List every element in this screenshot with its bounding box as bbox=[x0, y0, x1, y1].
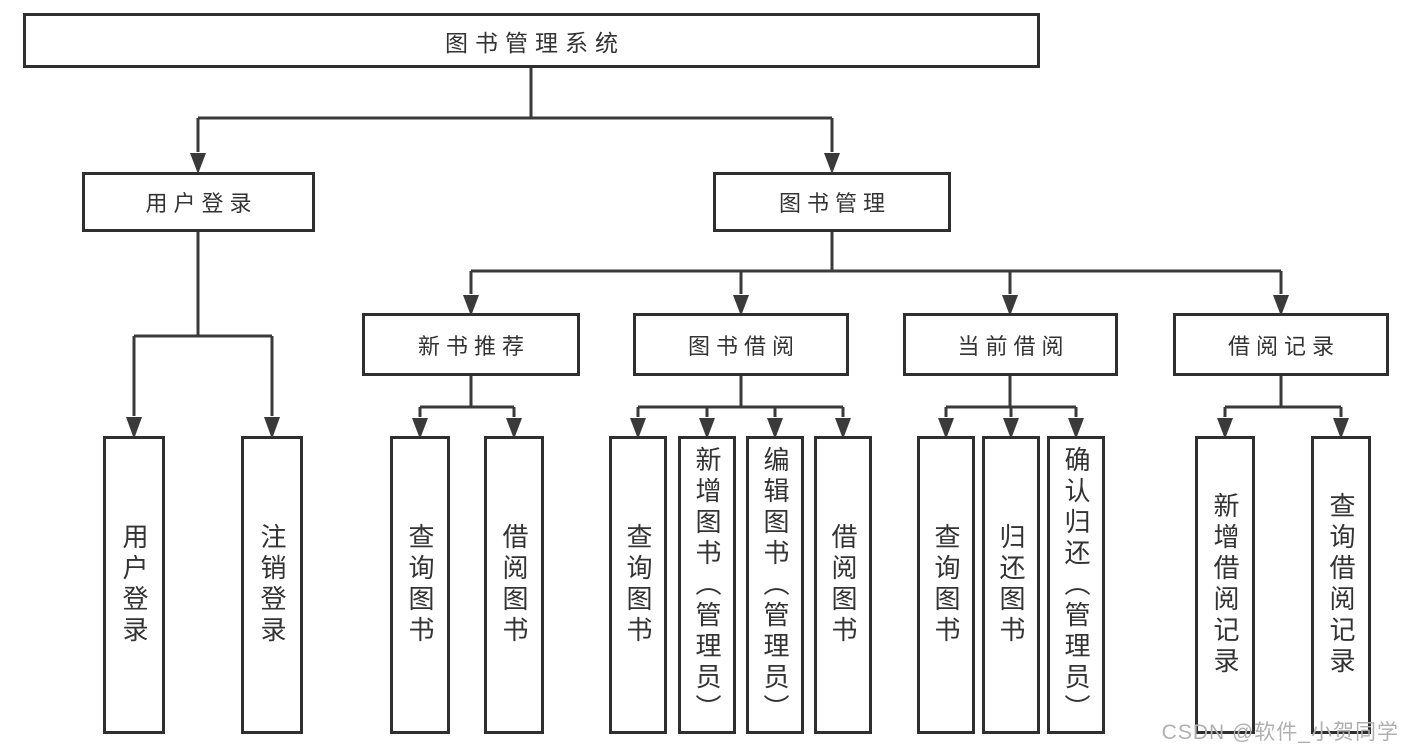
leaf-borrow-books-label: 借阅图书 bbox=[828, 523, 858, 647]
leaf-edit-books-admin-label: 编辑图书（管理员） bbox=[760, 445, 790, 725]
node-root: 图书管理系统 bbox=[23, 13, 1040, 68]
connector-mgmt-to-level3 bbox=[463, 232, 1289, 316]
node-borrow-records: 借阅记录 bbox=[1173, 313, 1389, 376]
connector-login-to-leaves bbox=[126, 232, 280, 439]
leaf-current-query-books: 查询图书 bbox=[917, 436, 975, 734]
leaf-return-books: 归还图书 bbox=[982, 436, 1040, 734]
node-current-borrow-label: 当前借阅 bbox=[957, 333, 1070, 359]
leaf-user-login-label: 用户登录 bbox=[119, 523, 149, 647]
leaf-edit-books-admin: 编辑图书（管理员） bbox=[746, 436, 804, 734]
leaf-borrow-query-books-label: 查询图书 bbox=[623, 523, 653, 647]
connector-records-to-leaves bbox=[1217, 376, 1349, 439]
node-new-book-recommend-label: 新书推荐 bbox=[417, 333, 530, 359]
node-borrow-records-label: 借阅记录 bbox=[1227, 333, 1340, 359]
node-user-login: 用户登录 bbox=[82, 172, 315, 232]
leaf-recommend-query-books: 查询图书 bbox=[390, 436, 450, 734]
leaf-borrow-books: 借阅图书 bbox=[814, 436, 872, 734]
leaf-add-borrow-record-label: 新增借阅记录 bbox=[1210, 492, 1240, 678]
leaf-recommend-borrow-books: 借阅图书 bbox=[484, 436, 544, 734]
connector-current-to-leaves bbox=[938, 376, 1084, 439]
leaf-logout: 注销登录 bbox=[241, 436, 303, 734]
leaf-query-borrow-record-label: 查询借阅记录 bbox=[1326, 492, 1356, 678]
leaf-confirm-return-admin-label: 确认归还（管理员） bbox=[1061, 445, 1091, 725]
node-new-book-recommend: 新书推荐 bbox=[362, 313, 580, 376]
node-root-label: 图书管理系统 bbox=[445, 29, 625, 56]
leaf-recommend-borrow-books-label: 借阅图书 bbox=[499, 523, 529, 647]
node-book-management-label: 图书管理 bbox=[778, 191, 891, 216]
node-user-login-label: 用户登录 bbox=[145, 191, 258, 216]
leaf-add-books-admin-label: 新增图书（管理员） bbox=[692, 445, 722, 725]
connector-borrow-to-leaves bbox=[630, 376, 851, 439]
leaf-logout-label: 注销登录 bbox=[257, 523, 287, 647]
leaf-query-borrow-record: 查询借阅记录 bbox=[1311, 436, 1371, 734]
node-current-borrow: 当前借阅 bbox=[903, 313, 1118, 376]
connector-root-to-level2 bbox=[190, 68, 840, 174]
node-book-borrow: 图书借阅 bbox=[633, 313, 849, 376]
leaf-add-books-admin: 新增图书（管理员） bbox=[678, 436, 736, 734]
csdn-watermark: CSDN @软件_小贺同学 bbox=[1161, 721, 1399, 744]
leaf-add-borrow-record: 新增借阅记录 bbox=[1195, 436, 1255, 734]
connector-recommend-to-leaves bbox=[412, 376, 522, 439]
leaf-return-books-label: 归还图书 bbox=[996, 523, 1026, 647]
node-book-borrow-label: 图书借阅 bbox=[687, 333, 800, 359]
leaf-user-login: 用户登录 bbox=[103, 436, 165, 734]
leaf-recommend-query-books-label: 查询图书 bbox=[405, 523, 435, 647]
leaf-borrow-query-books: 查询图书 bbox=[609, 436, 667, 734]
leaf-confirm-return-admin: 确认归还（管理员） bbox=[1047, 436, 1105, 734]
leaf-current-query-books-label: 查询图书 bbox=[931, 523, 961, 647]
node-book-management: 图书管理 bbox=[713, 172, 951, 232]
